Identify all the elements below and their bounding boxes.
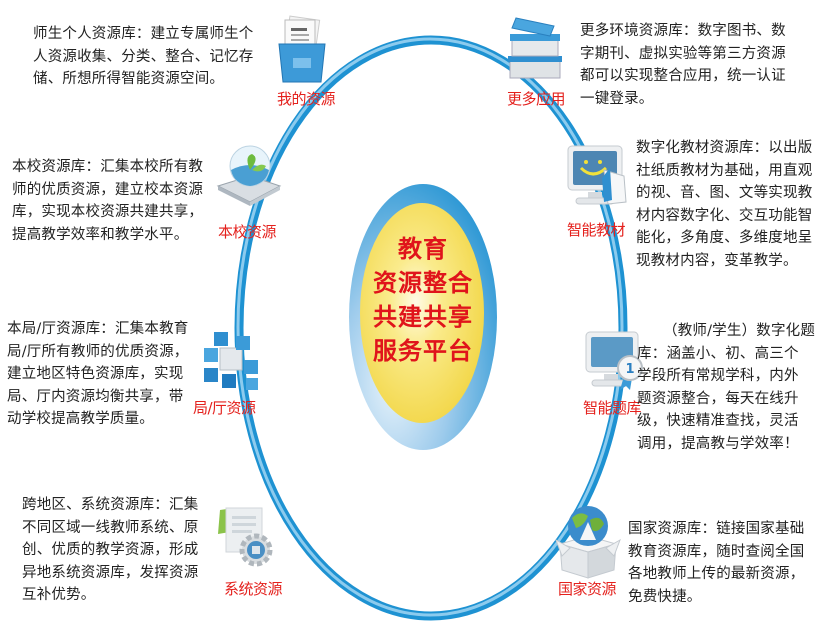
smart-question-bank-description: （教师/学生）数字化题 库：涵盖小、初、高三个 学段所有常规学科，内外 题资源整… — [637, 320, 816, 455]
description-line: 跨地区、系统资源库：汇集 — [22, 497, 199, 513]
national-resources-description: 国家资源库：链接国家基础 教育资源库，随时查阅全国 各地教师上传的最新资源， 免… — [628, 518, 804, 608]
svg-text:1: 1 — [625, 362, 634, 377]
description-line: 本局/厅资源库：汇集本教育 — [7, 321, 189, 337]
description-line: 学段所有常规学科，内外 — [637, 368, 799, 384]
description-line: 局/厅所有教师的优质资源， — [7, 343, 189, 360]
globe-box-icon[interactable] — [554, 500, 622, 580]
school-resources-label[interactable]: 本校资源 — [218, 223, 277, 241]
monitor-smile-icon[interactable] — [566, 144, 632, 212]
smart-textbook-description: 数字化教材资源库：以出版 社纸质教材为基础，用直观 的视、音、图、文等实现教 材… — [636, 137, 812, 272]
description-line: 动学校提高教学质量。 — [7, 411, 154, 427]
monitor-medal-icon[interactable]: 1 — [584, 330, 646, 392]
center-title: 教育 资源整合 共建共享 服务平台 — [360, 232, 486, 368]
description-line: 字期刊、虚拟实验等第三方资源 — [580, 45, 786, 62]
bureau-resources-description: 本局/厅资源库：汇集本教育 局/厅所有教师的优质资源， 建立地区特色资源库，实现… — [7, 318, 188, 431]
description-line: 国家资源库：链接国家基础 — [628, 521, 805, 537]
description-line: 不同区域一线教师系统、原 — [22, 519, 199, 536]
folder-icon[interactable] — [277, 14, 329, 86]
description-line: 都可以实现整合应用，统一认证 — [580, 68, 786, 84]
system-resources-label[interactable]: 系统资源 — [224, 580, 283, 598]
description-line: 免费快捷。 — [628, 588, 702, 605]
description-line: 一键登录。 — [580, 90, 654, 107]
more-apps-description: 更多环境资源库：数字图书、数 字期刊、虚拟实验等第三方资源 都可以实现整合应用，… — [580, 20, 786, 110]
my-resources-description: 师生个人资源库：建立专属师生个 人资源收集、分类、整合、记忆存 储、所想所得智能… — [33, 23, 254, 91]
description-line: 现教材内容，变革教学。 — [636, 252, 798, 269]
description-line: 储、所想所得智能资源空间。 — [33, 71, 225, 87]
description-line: 社纸质教材为基础，用直观 — [636, 162, 813, 179]
description-line: 师生个人资源库：建立专属师生个 — [33, 26, 254, 42]
bureau-resources-label[interactable]: 局/厅资源 — [193, 399, 256, 417]
description-line: 创、优质的教学资源，形成 — [22, 542, 199, 558]
school-resources-description: 本校资源库：汇集本校所有教 师的优质资源，建立校本资源 库，实现本校资源共建共享… — [12, 156, 203, 246]
gear-document-icon[interactable] — [214, 504, 278, 570]
smart-question-bank-label[interactable]: 智能题库 — [583, 399, 642, 417]
globe-book-icon[interactable] — [214, 140, 284, 210]
description-line: 异地系统资源库，发挥资源 — [22, 564, 199, 581]
national-resources-label[interactable]: 国家资源 — [558, 580, 617, 598]
center-egg-fill — [360, 203, 484, 423]
description-line: 提高教学效率和教学水平。 — [12, 226, 189, 243]
my-resources-label[interactable]: 我的资源 — [277, 90, 336, 108]
description-line: 互补优势。 — [22, 587, 96, 603]
description-line: 更多环境资源库：数字图书、数 — [580, 23, 786, 39]
center-title-line: 资源整合 — [373, 268, 473, 297]
description-line: 材内容数字化、交互功能智 — [636, 207, 813, 224]
more-apps-label[interactable]: 更多应用 — [507, 90, 566, 108]
center-title-line: 共建共享 — [373, 302, 473, 331]
system-resources-description: 跨地区、系统资源库：汇集 不同区域一线教师系统、原 创、优质的教学资源，形成 异… — [22, 494, 198, 607]
description-line: 人资源收集、分类、整合、记忆存 — [33, 48, 254, 65]
description-line: 教育资源库，随时查阅全国 — [628, 543, 805, 560]
description-line: 库：涵盖小、初、高三个 — [637, 345, 799, 362]
books-icon[interactable] — [504, 14, 570, 84]
description-line: （教师/学生）数字化题 — [663, 323, 816, 339]
description-line: 局、厅内资源均衡共享，带 — [7, 388, 184, 405]
center-title-line: 服务平台 — [373, 336, 473, 365]
smart-textbook-label[interactable]: 智能教材 — [567, 221, 626, 239]
description-line: 级，快速精准查找，灵活 — [637, 413, 799, 429]
description-line: 各地教师上传的最新资源， — [628, 566, 805, 582]
description-line: 师的优质资源，建立校本资源 — [12, 181, 204, 198]
description-line: 建立地区特色资源库，实现 — [7, 366, 184, 382]
description-line: 能化，多角度、多维度地呈 — [636, 230, 813, 246]
description-line: 调用，提高教与学效率！ — [637, 435, 799, 452]
description-line: 数字化教材资源库：以出版 — [636, 140, 813, 156]
center-title-line: 教育 — [398, 234, 448, 263]
description-line: 题资源整合，每天在线升 — [637, 390, 799, 407]
description-line: 的视、音、图、文等实现教 — [636, 185, 813, 201]
description-line: 本校资源库：汇集本校所有教 — [12, 159, 204, 175]
description-line: 库，实现本校资源共建共享， — [12, 204, 204, 220]
cubes-icon[interactable] — [200, 328, 264, 394]
